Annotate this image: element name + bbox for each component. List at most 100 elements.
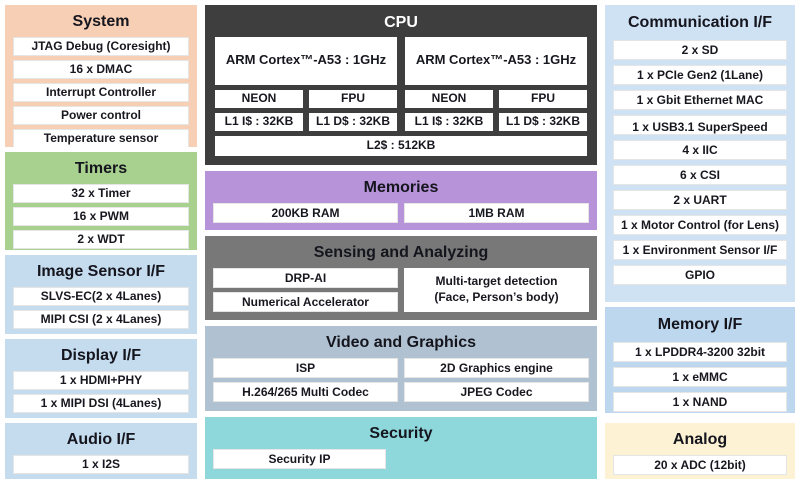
video-graphics-items: ISP 2D Graphics engine H.264/265 Multi C… bbox=[213, 358, 589, 402]
spec-item-gbit-ethernet: 1 x Gbit Ethernet MAC bbox=[613, 90, 787, 110]
spec-item-nand: 1 x NAND bbox=[613, 392, 787, 412]
audio-if-items: 1 x I2S bbox=[13, 455, 189, 474]
image-sensor-if-items: SLVS-EC(2 x 4Lanes) MIPI CSI (2 x 4Lanes… bbox=[13, 287, 189, 329]
spec-item-wdt: 2 x WDT bbox=[13, 230, 189, 249]
analog-items: 20 x ADC (12bit) bbox=[613, 455, 787, 475]
spec-item-dmac: 16 x DMAC bbox=[13, 60, 189, 79]
video-graphics-row: H.264/265 Multi Codec JPEG Codec bbox=[213, 382, 589, 402]
neon-box: NEON bbox=[215, 90, 303, 108]
cpu-units-row: NEON FPU bbox=[215, 90, 397, 108]
spec-item-power-control: Power control bbox=[13, 106, 189, 125]
spec-item-adc: 20 x ADC (12bit) bbox=[613, 455, 787, 475]
security-title: Security bbox=[369, 425, 433, 442]
spec-item-multi-codec: H.264/265 Multi Codec bbox=[213, 382, 398, 402]
spec-item-lpddr4: 1 x LPDDR4-3200 32bit bbox=[613, 342, 787, 362]
spec-item-mipi-dsi: 1 x MIPI DSI (4Lanes) bbox=[13, 394, 189, 413]
block-memory-if: Memory I/F 1 x LPDDR4-3200 32bit 1 x eMM… bbox=[605, 307, 795, 413]
display-if-title: Display I/F bbox=[60, 347, 142, 364]
sensing-left-items: DRP-AI Numerical Accelerator bbox=[213, 268, 398, 312]
spec-item-pcie: 1 x PCIe Gen2 (1Lane) bbox=[613, 65, 787, 85]
sensing-items: DRP-AI Numerical Accelerator Multi-targe… bbox=[213, 268, 589, 312]
spec-item-slvs-ec: SLVS-EC(2 x 4Lanes) bbox=[13, 287, 189, 306]
spec-item-temperature-sensor: Temperature sensor bbox=[13, 129, 189, 147]
spec-item-mipi-csi: MIPI CSI (2 x 4Lanes) bbox=[13, 310, 189, 329]
spec-item-drp-ai: DRP-AI bbox=[213, 268, 398, 288]
l2-cache-box: L2$ : 512KB bbox=[215, 136, 587, 156]
l1-dcache-box: L1 D$ : 32KB bbox=[309, 113, 397, 131]
memories-title: Memories bbox=[363, 179, 439, 196]
arm-core-box: ARM Cortex™-A53 : 1GHz bbox=[215, 37, 397, 85]
video-graphics-row: ISP 2D Graphics engine bbox=[213, 358, 589, 378]
spec-item-2d-graphics-engine: 2D Graphics engine bbox=[404, 358, 589, 378]
spec-item-csi: 6 x CSI bbox=[613, 165, 787, 185]
spec-item-iic: 4 x IIC bbox=[613, 140, 787, 160]
fpu-box: FPU bbox=[309, 90, 397, 108]
spec-item-motor-control: 1 x Motor Control (for Lens) bbox=[613, 215, 787, 235]
communication-if-items: 2 x SD 1 x PCIe Gen2 (1Lane) 1 x Gbit Et… bbox=[613, 40, 787, 285]
memory-if-title: Memory I/F bbox=[657, 316, 743, 333]
image-sensor-if-title: Image Sensor I/F bbox=[36, 263, 166, 280]
spec-item-uart: 2 x UART bbox=[613, 190, 787, 210]
cpu-caches-row: L1 I$ : 32KB L1 D$ : 32KB bbox=[405, 113, 587, 131]
sensing-title: Sensing and Analyzing bbox=[313, 244, 489, 261]
cpu-caches-row: L1 I$ : 32KB L1 D$ : 32KB bbox=[215, 113, 397, 131]
timers-title: Timers bbox=[74, 160, 128, 177]
cpu-title: CPU bbox=[384, 14, 418, 31]
spec-item-1mb-ram: 1MB RAM bbox=[404, 203, 589, 223]
spec-item-usb31: 1 x USB3.1 SuperSpeed (Host/Peripheral) bbox=[613, 115, 787, 152]
l1-dcache-box: L1 D$ : 32KB bbox=[499, 113, 587, 131]
timers-items: 32 x Timer 16 x PWM 2 x WDT bbox=[13, 184, 189, 249]
analog-title: Analog bbox=[672, 431, 728, 448]
right-column: Communication I/F 2 x SD 1 x PCIe Gen2 (… bbox=[605, 5, 795, 479]
spec-item-i2s: 1 x I2S bbox=[13, 455, 189, 474]
block-timers: Timers 32 x Timer 16 x PWM 2 x WDT bbox=[5, 152, 197, 250]
block-system: System JTAG Debug (Coresight) 16 x DMAC … bbox=[5, 5, 197, 147]
memory-if-items: 1 x LPDDR4-3200 32bit 1 x eMMC 1 x NAND bbox=[613, 342, 787, 412]
left-column: System JTAG Debug (Coresight) 16 x DMAC … bbox=[5, 5, 197, 479]
audio-if-title: Audio I/F bbox=[66, 431, 136, 448]
video-graphics-title: Video and Graphics bbox=[326, 334, 476, 351]
spec-item-security-ip: Security IP bbox=[213, 449, 386, 469]
arm-core-box: ARM Cortex™-A53 : 1GHz bbox=[405, 37, 587, 85]
spec-item-200kb-ram: 200KB RAM bbox=[213, 203, 398, 223]
sensing-right-items: Multi-target detection (Face, Person’s b… bbox=[404, 268, 589, 312]
block-video-graphics: Video and Graphics ISP 2D Graphics engin… bbox=[205, 326, 597, 411]
spec-item-timer: 32 x Timer bbox=[13, 184, 189, 203]
spec-item-gpio: GPIO bbox=[613, 265, 787, 285]
block-analog: Analog 20 x ADC (12bit) bbox=[605, 423, 795, 479]
cpu-cores: ARM Cortex™-A53 : 1GHz NEON FPU L1 I$ : … bbox=[215, 37, 587, 131]
cpu-units-row: NEON FPU bbox=[405, 90, 587, 108]
communication-if-title: Communication I/F bbox=[628, 14, 772, 31]
spec-item-jpeg-codec: JPEG Codec bbox=[404, 382, 589, 402]
spec-item-pwm: 16 x PWM bbox=[13, 207, 189, 226]
block-sensing-analyzing: Sensing and Analyzing DRP-AI Numerical A… bbox=[205, 236, 597, 320]
system-title: System bbox=[72, 13, 130, 30]
security-items: Security IP bbox=[213, 449, 589, 469]
spec-item-emmc: 1 x eMMC bbox=[613, 367, 787, 387]
spec-item-numerical-accelerator: Numerical Accelerator bbox=[213, 292, 398, 312]
middle-column: CPU ARM Cortex™-A53 : 1GHz NEON FPU L1 I… bbox=[205, 5, 597, 479]
neon-box: NEON bbox=[405, 90, 493, 108]
block-audio-if: Audio I/F 1 x I2S bbox=[5, 423, 197, 479]
spec-item-hdmi-phy: 1 x HDMI+PHY bbox=[13, 371, 189, 390]
memories-items: 200KB RAM 1MB RAM bbox=[213, 203, 589, 223]
cpu-core-1: ARM Cortex™-A53 : 1GHz NEON FPU L1 I$ : … bbox=[405, 37, 587, 131]
spec-item-sd: 2 x SD bbox=[613, 40, 787, 60]
block-cpu: CPU ARM Cortex™-A53 : 1GHz NEON FPU L1 I… bbox=[205, 5, 597, 165]
display-if-items: 1 x HDMI+PHY 1 x MIPI DSI (4Lanes) bbox=[13, 371, 189, 413]
spec-item-jtag-debug: JTAG Debug (Coresight) bbox=[13, 37, 189, 56]
spec-item-isp: ISP bbox=[213, 358, 398, 378]
fpu-box: FPU bbox=[499, 90, 587, 108]
block-memories: Memories 200KB RAM 1MB RAM bbox=[205, 171, 597, 230]
block-display-if: Display I/F 1 x HDMI+PHY 1 x MIPI DSI (4… bbox=[5, 339, 197, 418]
spec-item-multi-target-detection: Multi-target detection (Face, Person’s b… bbox=[404, 268, 589, 312]
spec-item-interrupt-controller: Interrupt Controller bbox=[13, 83, 189, 102]
spec-item-environment-sensor: 1 x Environment Sensor I/F bbox=[613, 240, 787, 260]
block-image-sensor-if: Image Sensor I/F SLVS-EC(2 x 4Lanes) MIP… bbox=[5, 255, 197, 334]
l1-icache-box: L1 I$ : 32KB bbox=[215, 113, 303, 131]
block-communication-if: Communication I/F 2 x SD 1 x PCIe Gen2 (… bbox=[605, 5, 795, 302]
block-security: Security Security IP bbox=[205, 417, 597, 479]
cpu-core-0: ARM Cortex™-A53 : 1GHz NEON FPU L1 I$ : … bbox=[215, 37, 397, 131]
l1-icache-box: L1 I$ : 32KB bbox=[405, 113, 493, 131]
system-items: JTAG Debug (Coresight) 16 x DMAC Interru… bbox=[13, 37, 189, 147]
